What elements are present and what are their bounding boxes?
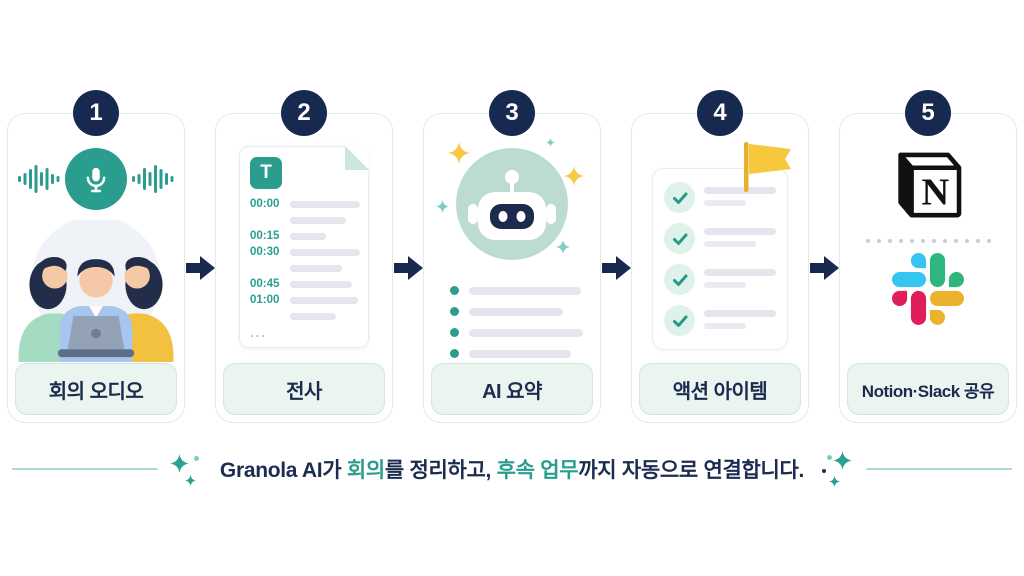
caption-highlight: 후속 업무 xyxy=(496,459,579,482)
timestamp: 00:00 xyxy=(250,198,280,210)
microphone-icon xyxy=(86,167,106,193)
checklist-card xyxy=(652,142,791,350)
ellipsis: ... xyxy=(250,324,267,340)
transcript-t-badge: T xyxy=(250,157,282,189)
sparkle-icon xyxy=(184,475,196,486)
arrow-right-icon xyxy=(601,256,631,280)
bullet-item xyxy=(450,328,600,337)
sparkle-icon xyxy=(448,142,470,164)
sparkle-cluster-left xyxy=(169,447,202,491)
transcript-row xyxy=(250,213,360,227)
check-icon xyxy=(664,305,695,336)
step-label: 액션 아이템 xyxy=(639,363,801,415)
sparkle-icon xyxy=(436,200,449,213)
timestamp: 00:15 xyxy=(250,230,280,242)
transcript-row: 00:30 xyxy=(250,245,360,259)
step-card-transcript: 2 T 00:00 00:15 00:30 00:45 01:00 ... 전사 xyxy=(215,90,393,423)
sparkle-icon xyxy=(169,454,189,473)
step-label: AI 요약 xyxy=(431,363,593,415)
caption-divider-right xyxy=(866,468,1013,470)
caption-text: Granola AI가 회의를 정리하고, 후속 업무까지 자동으로 연결합니다… xyxy=(220,454,804,484)
step-number-badge: 4 xyxy=(697,90,743,136)
microphone-circle xyxy=(65,148,127,210)
arrow-right-icon xyxy=(809,256,839,280)
summary-bullet-list xyxy=(424,286,600,358)
slack-logo-icon xyxy=(892,253,964,325)
checklist-item xyxy=(664,305,776,336)
arrow-right-icon xyxy=(393,256,423,280)
sparkle-icon xyxy=(829,476,841,487)
caption-part: 까지 자동으로 연결합니다. xyxy=(578,459,805,482)
transcript-row xyxy=(250,309,360,323)
checklist-item xyxy=(664,223,776,254)
caption-part: Granola AI가 xyxy=(219,459,347,482)
sound-wave-left-icon xyxy=(18,165,60,193)
check-icon xyxy=(664,264,695,295)
step-number-badge: 2 xyxy=(281,90,327,136)
transcript-row: 00:00 xyxy=(250,197,360,211)
robot-art xyxy=(424,138,600,272)
step-number-badge: 1 xyxy=(73,90,119,136)
step-label: 전사 xyxy=(223,363,385,415)
checklist-item xyxy=(664,182,776,213)
transcript-row: 00:15 xyxy=(250,229,360,243)
notion-logo-icon: N xyxy=(898,152,962,218)
notion-n-letter: N xyxy=(921,171,949,213)
step-number-badge: 5 xyxy=(905,90,951,136)
sparkle-icon xyxy=(564,166,584,186)
transcript-row: 01:00 xyxy=(250,293,360,307)
robot-icon xyxy=(468,170,556,240)
step-card-meeting-audio: 1 xyxy=(7,90,185,423)
timestamp: 01:00 xyxy=(250,294,280,306)
check-icon xyxy=(664,223,695,254)
dotted-divider xyxy=(840,239,1016,243)
transcript-document-icon: T 00:00 00:15 00:30 00:45 01:00 ... xyxy=(239,146,369,348)
flag-icon xyxy=(744,142,791,192)
sparkle-cluster-right xyxy=(822,447,854,491)
audio-wave-row xyxy=(8,114,184,218)
step-label: 회의 오디오 xyxy=(15,363,177,415)
transcript-row: 00:45 xyxy=(250,277,360,291)
folded-corner-icon xyxy=(345,146,369,170)
sparkle-icon xyxy=(556,240,570,254)
caption-part: 를 정리하고, xyxy=(384,459,497,482)
timestamp: 00:45 xyxy=(250,278,280,290)
bullet-item xyxy=(450,349,600,358)
step-card-ai-summary: 3 AI 요약 xyxy=(423,90,601,423)
sound-wave-right-icon xyxy=(132,165,174,193)
bullet-item xyxy=(450,307,600,316)
step-number-badge: 3 xyxy=(489,90,535,136)
caption-divider-left xyxy=(11,468,158,470)
arrow-right-icon xyxy=(185,256,215,280)
caption-row: Granola AI가 회의를 정리하고, 후속 업무까지 자동으로 연결합니다… xyxy=(0,447,1024,491)
step-card-action-items: 4 액션 아이템 xyxy=(631,90,809,423)
meeting-people-illustration xyxy=(12,220,180,362)
sparkle-icon xyxy=(833,451,853,470)
caption-highlight: 회의 xyxy=(346,459,385,482)
transcript-row xyxy=(250,261,360,275)
checklist-item xyxy=(664,264,776,295)
step-label: Notion·Slack 공유 xyxy=(847,363,1009,415)
bullet-item xyxy=(450,286,600,295)
transcript-row: ... xyxy=(250,324,360,340)
sparkle-icon xyxy=(546,138,555,147)
timestamp: 00:30 xyxy=(250,246,280,258)
process-flow: 1 xyxy=(0,90,1024,423)
check-icon xyxy=(664,182,695,213)
step-card-share: 5 N Notion·Slack 공유 xyxy=(839,90,1017,423)
